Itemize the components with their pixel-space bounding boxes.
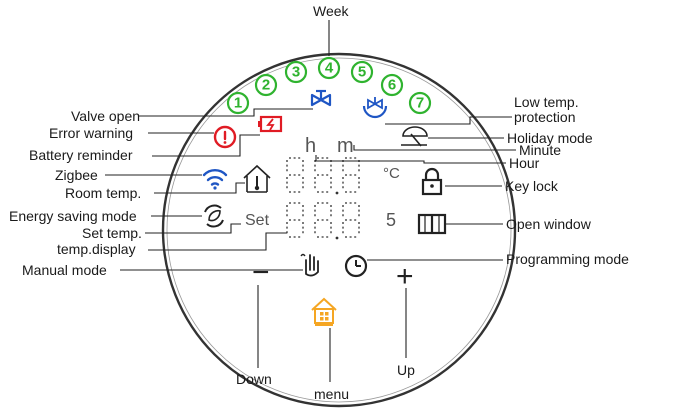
set-temperature-digits <box>286 202 360 240</box>
set-temp-digit-2 <box>314 202 332 238</box>
set-temp-glyph: Set <box>245 212 270 229</box>
zigbee-icon <box>202 169 228 190</box>
svg-text:7: 7 <box>416 95 424 112</box>
week-day-1: 1 <box>226 91 250 115</box>
week-day-4: 4 <box>317 56 341 80</box>
holiday-icon <box>401 126 428 147</box>
label-programming-mode: Programming mode <box>506 251 629 267</box>
seconds-glyph: 5 <box>386 210 396 230</box>
week-day-6: 6 <box>380 73 404 97</box>
device-inner-ring <box>166 57 512 403</box>
room-temp-digit-3 <box>342 157 360 193</box>
manual-mode-icon <box>300 253 319 277</box>
svg-text:4: 4 <box>325 60 334 77</box>
label-holiday-mode: Holiday mode <box>507 130 593 146</box>
room-temp-digit-1 <box>286 157 304 193</box>
set-temp-digit-1 <box>286 202 304 238</box>
room-temp-icon <box>243 164 271 193</box>
room-temperature-digits <box>286 157 360 195</box>
minute-glyph: m <box>337 135 354 157</box>
label-low-temp-1: Low temp. <box>514 94 579 110</box>
week-day-5: 5 <box>350 60 374 84</box>
leader-lines <box>105 108 516 382</box>
room-temp-digit-2 <box>314 157 332 193</box>
label-valve-open: Valve open <box>71 108 140 124</box>
week-day-2: 2 <box>254 73 278 97</box>
minus-icon: − <box>252 256 270 289</box>
label-set-temp: Set temp. <box>82 225 142 241</box>
label-open-window: Open window <box>506 216 592 232</box>
menu-button[interactable] <box>311 297 337 326</box>
week-day-7: 7 <box>408 91 432 115</box>
svg-text:2: 2 <box>262 77 270 94</box>
valve-icon <box>310 89 332 107</box>
svg-text:6: 6 <box>388 77 396 94</box>
room-temp-dp <box>335 191 339 195</box>
down-button[interactable]: − <box>252 256 270 289</box>
degree-celsius-glyph: °C <box>383 165 400 182</box>
error-icon <box>213 125 237 149</box>
label-error-warning: Error warning <box>49 125 133 141</box>
svg-text:5: 5 <box>358 64 366 81</box>
label-energy-saving: Energy saving mode <box>9 208 137 224</box>
label-manual-mode: Manual mode <box>22 262 107 278</box>
low-temp-protection-icon <box>362 97 388 119</box>
week-day-circles: 1 2 3 4 5 6 7 <box>226 56 432 115</box>
device-outer-ring <box>161 52 517 408</box>
label-menu: menu <box>314 386 349 402</box>
up-button[interactable]: + <box>396 260 414 293</box>
label-room-temp: Room temp. <box>65 185 141 201</box>
week-label: Week <box>313 3 350 19</box>
menu-home-icon <box>311 297 337 326</box>
label-up: Up <box>397 362 415 378</box>
week-day-3: 3 <box>284 60 308 84</box>
plus-icon: + <box>396 260 414 293</box>
open-window-icon <box>417 213 447 235</box>
set-temp-dp <box>335 236 339 240</box>
label-battery-reminder: Battery reminder <box>29 147 133 163</box>
label-temp-display: temp.display <box>57 241 136 257</box>
label-hour: Hour <box>509 155 540 171</box>
programming-mode-icon <box>344 254 368 278</box>
label-key-lock: Key lock <box>505 178 559 194</box>
label-low-temp-2: protection <box>514 109 575 125</box>
label-minute: Minute <box>519 142 561 158</box>
set-temp-digit-3 <box>342 202 360 238</box>
label-down: Down <box>236 371 272 387</box>
battery-icon <box>258 115 283 133</box>
label-zigbee: Zigbee <box>55 167 98 183</box>
energy-saving-icon <box>204 204 224 228</box>
svg-text:3: 3 <box>292 64 300 81</box>
key-lock-icon <box>421 167 443 196</box>
svg-text:1: 1 <box>234 95 242 112</box>
hour-glyph: h <box>305 135 316 157</box>
